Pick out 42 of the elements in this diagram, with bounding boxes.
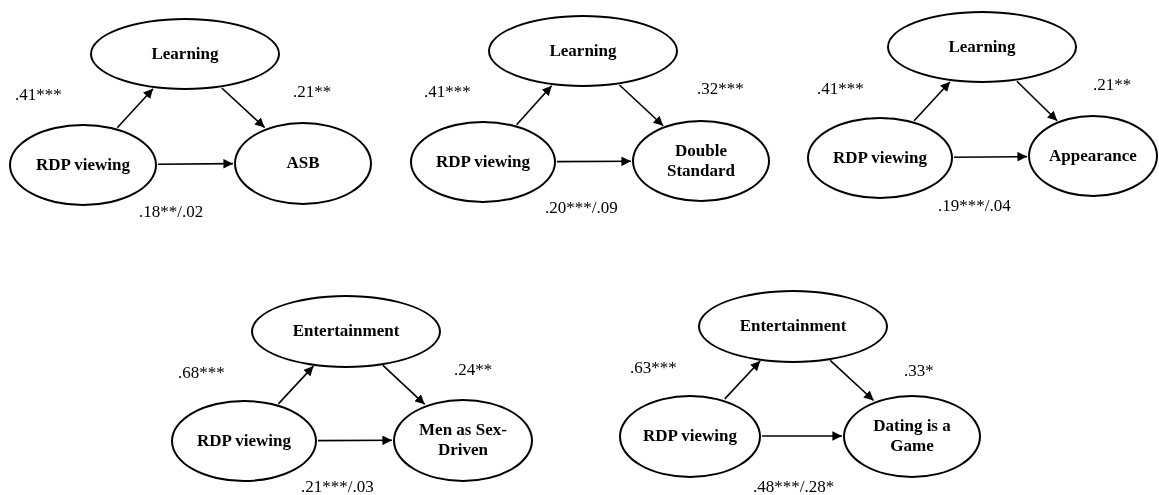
arrow <box>317 435 393 446</box>
edge-label: .20***/.09 <box>545 199 618 216</box>
node-label: Learning <box>948 37 1016 57</box>
node-label: Learning <box>549 41 617 61</box>
edge-label: .21** <box>293 83 332 100</box>
arrow <box>618 84 664 127</box>
edge-label: .41*** <box>424 83 471 100</box>
arrow <box>157 158 234 169</box>
edge-label: .18**/.02 <box>139 203 204 220</box>
node-label: Entertainment <box>739 316 847 336</box>
node-label: RDP viewing <box>36 155 130 175</box>
arrow <box>556 156 632 167</box>
arrow <box>913 80 951 122</box>
node-label: Dating is a Game <box>872 416 952 456</box>
node-label: Double Standard <box>666 141 736 181</box>
edge-label: .32*** <box>697 80 744 97</box>
arrow <box>1016 80 1058 122</box>
node-label: RDP viewing <box>643 426 737 446</box>
arrow <box>953 151 1028 162</box>
edge-label: .24** <box>454 361 493 378</box>
edge-label: .68*** <box>178 364 225 381</box>
edge-label: .19***/.04 <box>938 197 1011 214</box>
edge-label: .21***/.03 <box>301 478 374 495</box>
edge-label: .21** <box>1093 76 1132 93</box>
node-label: RDP viewing <box>833 148 927 168</box>
node-label: RDP viewing <box>436 152 530 172</box>
edge-label: .63*** <box>630 359 677 376</box>
arrow <box>277 365 315 405</box>
edge-label: .33* <box>904 362 934 379</box>
edge-label: .41*** <box>817 80 864 97</box>
node-label: Learning <box>151 44 219 64</box>
arrow <box>221 87 266 129</box>
edge-label: .48***/.28* <box>753 478 835 495</box>
node-label: Entertainment <box>292 321 400 341</box>
node-label: ASB <box>286 153 320 173</box>
arrow <box>515 85 553 126</box>
node-label: Men as Sex-Driven <box>418 420 508 460</box>
node-label: RDP viewing <box>197 431 291 451</box>
arrow <box>116 87 154 129</box>
arrow <box>723 360 761 400</box>
edge-label: .41*** <box>15 86 62 103</box>
node-label: Appearance <box>1049 146 1137 166</box>
